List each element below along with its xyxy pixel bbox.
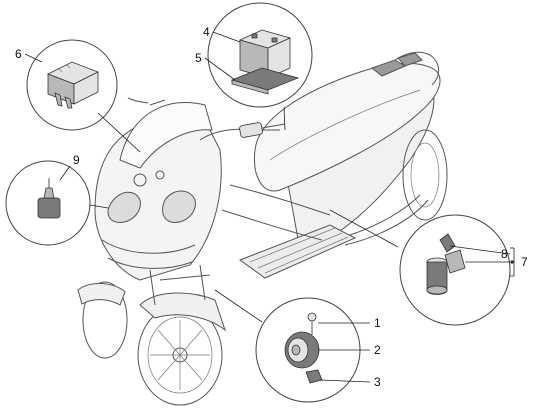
callout-9: 9 <box>73 153 80 167</box>
callout-6: 6 <box>15 47 22 61</box>
horn-icon <box>284 331 320 369</box>
switch-icon <box>37 178 61 219</box>
callout-4: 4 <box>203 25 210 39</box>
horn-inset <box>214 289 371 403</box>
relay-inset <box>24 39 141 153</box>
callout-7: 7 <box>521 255 528 269</box>
switch-inset <box>5 160 109 246</box>
sensor-icon <box>426 233 466 295</box>
relay-icon <box>47 61 99 109</box>
callout-2: 2 <box>374 343 381 357</box>
callout-3: 3 <box>374 375 381 389</box>
sensor-inset <box>329 209 515 326</box>
battery-icon <box>238 29 292 79</box>
callout-5: 5 <box>195 51 202 65</box>
callout-1: 1 <box>374 316 381 330</box>
callout-8: 8 <box>501 247 508 261</box>
bolt-icon <box>307 312 317 335</box>
battery-inset <box>204 2 313 131</box>
scooter-illustration <box>77 51 448 406</box>
battery-pad-icon <box>230 67 300 95</box>
